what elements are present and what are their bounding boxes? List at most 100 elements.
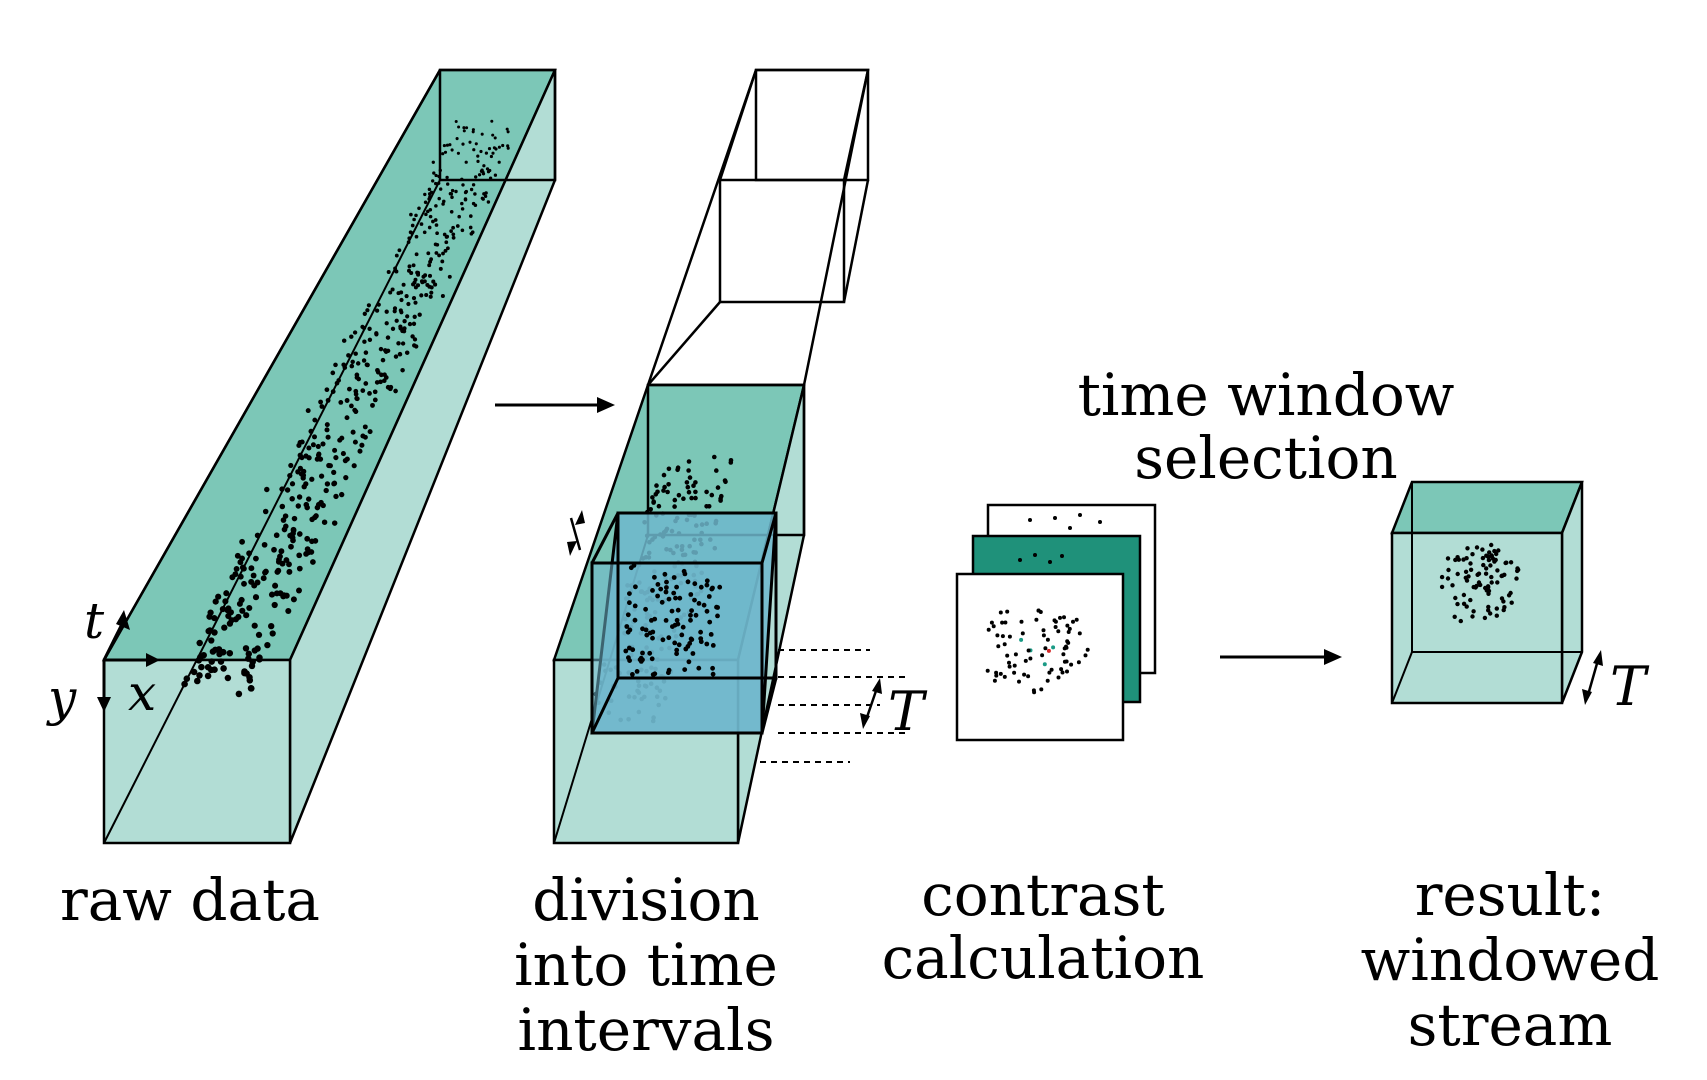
- raw-dot: [284, 487, 291, 493]
- raw-dot: [460, 228, 465, 233]
- raw-dot: [289, 496, 295, 502]
- window-dot: [698, 629, 703, 635]
- raw-dot: [431, 219, 435, 224]
- raw-dot: [437, 181, 441, 185]
- result-dot: [1445, 576, 1451, 581]
- raw-dot: [296, 442, 302, 448]
- raw-dot: [479, 149, 483, 154]
- raw-dot: [330, 389, 336, 394]
- raw-dot: [388, 290, 393, 295]
- frame-front-dot: [1058, 615, 1062, 620]
- raw-dot: [482, 192, 486, 196]
- raw-dot: [339, 491, 345, 498]
- raw-dot: [486, 200, 491, 204]
- raw-dot: [464, 160, 468, 164]
- raw-dot: [419, 279, 425, 284]
- raw-dot: [290, 526, 297, 533]
- raw-dot: [493, 173, 498, 177]
- frame-front-dot: [998, 671, 1003, 676]
- raw-dot: [360, 324, 365, 330]
- window-dot: [714, 604, 719, 610]
- label-result-line2: windowed: [1361, 926, 1660, 994]
- frame-front-dot: [1071, 619, 1075, 624]
- raw-dot: [445, 143, 449, 147]
- division-dot: [665, 489, 670, 495]
- result-dot: [1471, 609, 1476, 614]
- raw-dot: [413, 300, 418, 305]
- result-dot: [1474, 583, 1479, 589]
- frame-front-dot: [994, 673, 999, 678]
- raw-dot: [419, 293, 424, 298]
- window-dot: [650, 635, 655, 641]
- window-dot: [624, 624, 630, 629]
- raw-dot: [279, 560, 286, 567]
- raw-dot: [492, 146, 496, 150]
- raw-dot: [419, 222, 424, 226]
- result-dot: [1439, 584, 1445, 590]
- raw-dot: [283, 557, 290, 564]
- raw-dot: [468, 225, 473, 230]
- result-dot: [1489, 574, 1494, 580]
- frame-front-dot: [1074, 617, 1079, 622]
- frame-front-dot: [1002, 674, 1007, 679]
- raw-dot: [239, 607, 246, 614]
- window-dot: [647, 630, 653, 636]
- result-dot: [1489, 580, 1494, 585]
- raw-dot: [461, 183, 465, 187]
- raw-dot: [455, 224, 460, 228]
- result-top-face: [1390, 480, 1584, 535]
- division-dot: [715, 485, 721, 490]
- raw-back-face: [438, 68, 557, 182]
- window-dot: [698, 636, 704, 641]
- raw-dot: [462, 126, 466, 130]
- division-dot: [689, 495, 694, 501]
- result-dot: [1455, 571, 1460, 577]
- raw-dot: [461, 142, 465, 146]
- window-dot: [674, 651, 679, 657]
- raw-dot: [362, 339, 367, 344]
- raw-dot: [262, 568, 269, 575]
- raw-dot: [219, 605, 227, 613]
- raw-dot: [296, 552, 303, 559]
- raw-dot: [246, 604, 253, 612]
- result-dot: [1484, 566, 1489, 571]
- frame-front-dot: [1053, 625, 1058, 629]
- raw-dot: [480, 196, 485, 201]
- raw-dot: [250, 572, 257, 579]
- frame-mid-dot: [1033, 553, 1037, 557]
- window-dot: [680, 624, 686, 630]
- raw-dot: [246, 677, 254, 684]
- raw-dot: [331, 469, 337, 476]
- window-dot: [643, 627, 649, 633]
- time-window-back: [616, 511, 778, 680]
- raw-dot: [308, 428, 314, 434]
- window-dot: [632, 617, 638, 623]
- raw-dot: [295, 503, 302, 509]
- raw-dot: [217, 658, 225, 665]
- raw-dot: [352, 439, 358, 445]
- raw-dot: [490, 119, 494, 123]
- raw-dot: [349, 363, 355, 369]
- result-dot: [1494, 551, 1499, 557]
- frame-mid-dots: [1018, 553, 1064, 564]
- frame-front-dot: [1066, 640, 1071, 645]
- raw-dot: [488, 176, 493, 180]
- raw-dot: [398, 324, 403, 329]
- result-dot: [1495, 580, 1500, 585]
- raw-dot: [196, 672, 203, 679]
- raw-dot: [387, 386, 393, 392]
- frame-front-dot: [1046, 648, 1051, 653]
- window-dot: [693, 612, 699, 618]
- raw-dot: [385, 335, 391, 340]
- raw-dot: [428, 259, 433, 264]
- raw-dot: [333, 493, 339, 500]
- raw-dot: [438, 168, 442, 173]
- window-dot: [660, 637, 666, 643]
- raw-dot: [342, 365, 348, 370]
- result-dot: [1486, 557, 1492, 563]
- raw-dot: [282, 513, 289, 519]
- raw-dot: [434, 223, 439, 227]
- window-dot: [710, 665, 715, 671]
- frame-front-dot: [1003, 620, 1008, 625]
